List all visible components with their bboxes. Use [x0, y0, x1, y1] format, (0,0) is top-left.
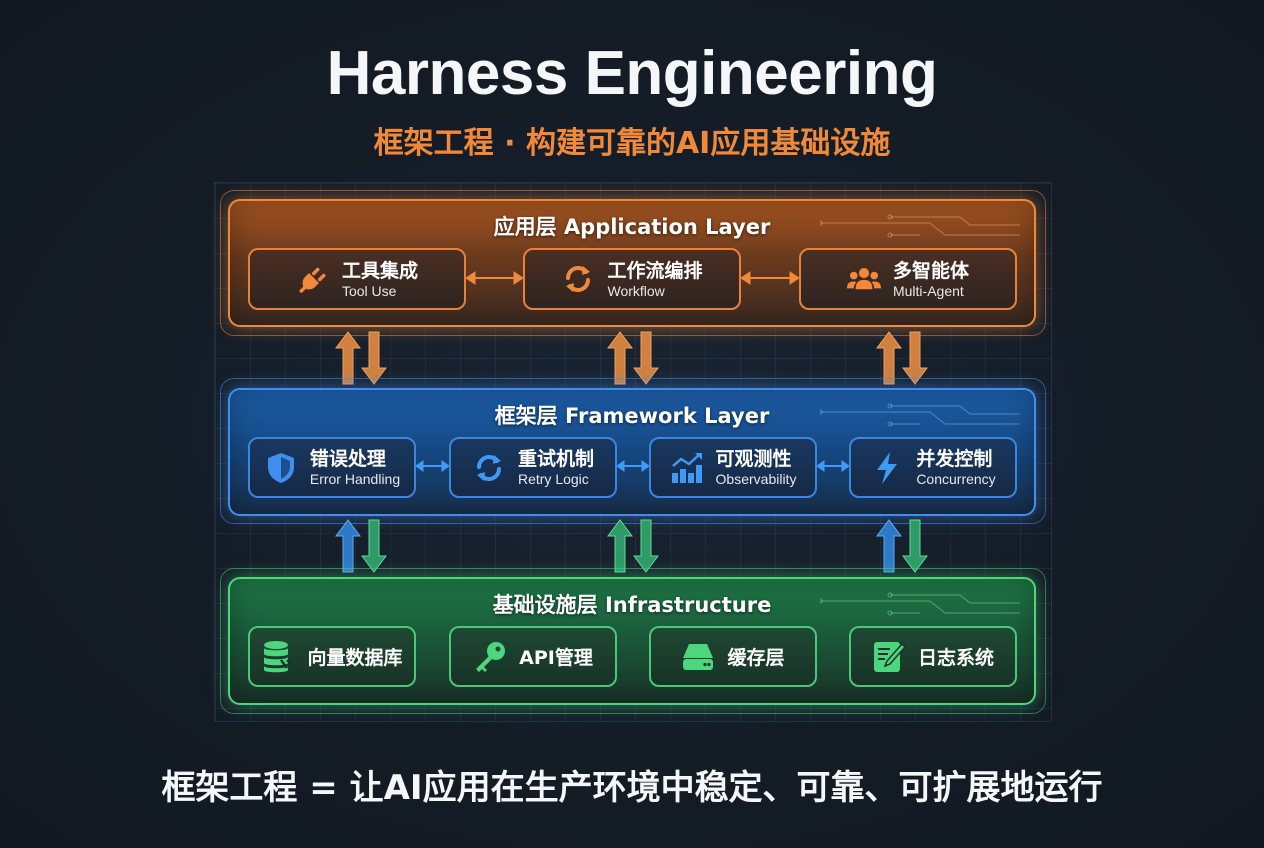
infrastructure-layer-frame: [220, 568, 1046, 714]
database-icon: [261, 640, 295, 674]
card-label-en: Observability: [715, 471, 797, 487]
users-icon: [846, 262, 881, 296]
page-subtitle: 框架工程 · 构建可靠的AI应用基础设施: [373, 126, 891, 161]
bidirectional-arrow-icon: [741, 271, 799, 285]
card-label-en: Workflow: [607, 282, 665, 299]
page-title: Harness Engineering: [326, 39, 938, 108]
card-multi-agent[interactable]: 多智能体 Multi-Agent: [799, 248, 1017, 310]
notepad-icon: [872, 640, 906, 674]
infrastructure-layer-title: 基础设施层 Infrastructure: [492, 593, 772, 617]
circuit-trace-decoration: [820, 592, 1020, 616]
card-label-zh: API管理: [519, 647, 593, 669]
card-label-en: Multi-Agent: [892, 282, 964, 299]
refresh-icon: [561, 262, 595, 296]
up-down-arrows-icon: [335, 519, 387, 573]
card-label-zh: 缓存层: [727, 647, 785, 669]
up-down-arrows-icon: [876, 331, 928, 385]
up-down-arrows-icon: [607, 519, 659, 573]
up-down-arrows-icon: [335, 331, 387, 385]
application-layer-title: 应用层 Application Layer: [493, 215, 771, 239]
card-label-zh: 重试机制: [517, 448, 594, 470]
card-label-zh: 向量数据库: [307, 647, 403, 669]
card-label-zh: 多智能体: [892, 259, 969, 282]
card-tool-use[interactable]: 工具集成 Tool Use: [248, 248, 466, 310]
card-label-zh: 错误处理: [309, 448, 386, 470]
key-icon: [473, 640, 507, 674]
card-label-zh: 工具集成: [341, 259, 418, 282]
footer-summary: 框架工程 = 让AI应用在生产环境中稳定、可靠、可扩展地运行: [161, 768, 1103, 808]
card-observability[interactable]: 可观测性 Observability: [649, 437, 817, 498]
up-down-arrows-icon: [876, 519, 928, 573]
card-label-en: Concurrency: [916, 471, 996, 487]
card-concurrency[interactable]: 并发控制 Concurrency: [849, 437, 1017, 498]
circuit-trace-decoration: [820, 403, 1020, 427]
card-label-en: Retry Logic: [517, 471, 589, 487]
card-api-management[interactable]: API管理: [449, 626, 617, 687]
refresh-icon: [472, 451, 506, 485]
card-logging-system[interactable]: 日志系统: [849, 626, 1017, 687]
card-label-zh: 可观测性: [715, 448, 792, 470]
card-cache-layer[interactable]: 缓存层: [649, 626, 817, 687]
shield-icon: [264, 451, 298, 485]
server-icon: [681, 640, 715, 674]
framework-layer-frame: [220, 378, 1046, 524]
bidirectional-arrow-icon: [416, 460, 449, 472]
card-label-en: Tool Use: [341, 282, 397, 299]
lightning-icon: [870, 451, 904, 485]
circuit-trace-decoration: [820, 214, 1020, 238]
bidirectional-arrow-icon: [617, 460, 649, 472]
card-label-zh: 并发控制: [916, 448, 993, 470]
framework-layer-title: 框架层 Framework Layer: [494, 404, 770, 428]
chart-icon: [670, 451, 704, 485]
bidirectional-arrow-icon: [817, 460, 849, 472]
plug-icon: [296, 262, 330, 296]
up-down-arrows-icon: [607, 331, 659, 385]
card-retry-logic[interactable]: 重试机制 Retry Logic: [449, 437, 617, 498]
card-error-handling[interactable]: 错误处理 Error Handling: [248, 437, 416, 498]
card-label-zh: 工作流编排: [607, 259, 703, 282]
card-vector-database[interactable]: 向量数据库: [248, 626, 416, 687]
card-label-en: Error Handling: [309, 471, 401, 487]
application-layer-frame: [220, 190, 1046, 336]
card-workflow[interactable]: 工作流编排 Workflow: [523, 248, 741, 310]
card-label-zh: 日志系统: [917, 647, 994, 669]
bidirectional-arrow-icon: [466, 271, 523, 285]
